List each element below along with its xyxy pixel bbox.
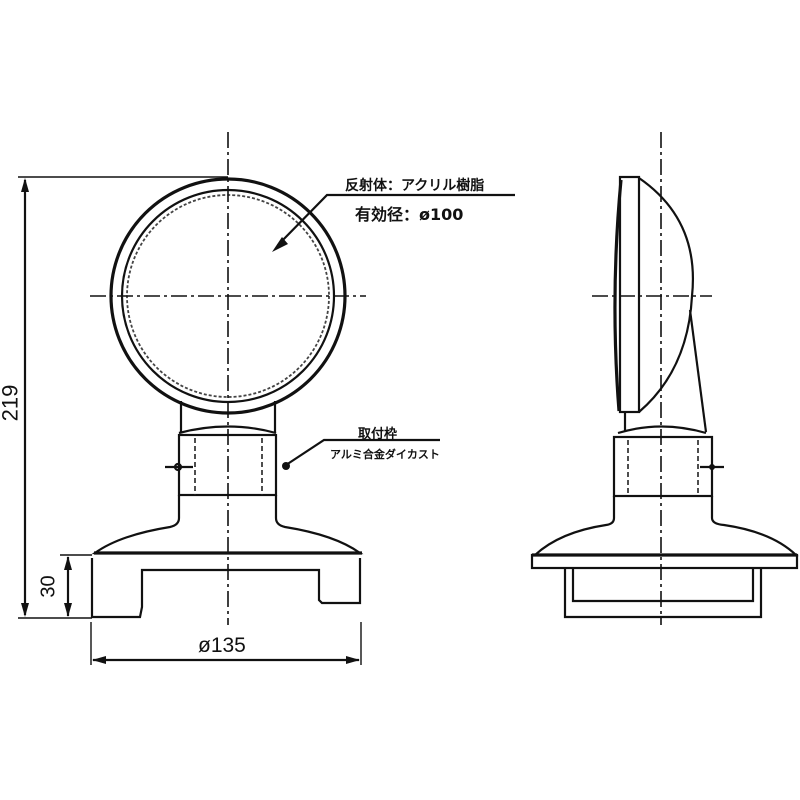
reflector-leader <box>277 193 515 246</box>
mount-material-label: アルミ合金ダイカスト <box>330 448 440 461</box>
base-foot <box>90 558 362 619</box>
reflector-material-label: 反射体：アクリル樹脂 <box>345 178 485 194</box>
base-height-dimension: 30 <box>37 575 60 598</box>
side-view <box>530 132 799 625</box>
side-reflector-housing <box>638 177 694 413</box>
mount-leader <box>285 438 440 466</box>
mount-collar <box>178 425 277 435</box>
front-view <box>18 132 515 665</box>
mount-label: 取付枠 <box>358 427 398 442</box>
total-height-dimension: 219 <box>0 384 23 422</box>
base-diameter-dimension: ø135 <box>198 634 246 657</box>
effective-diameter-label: 有効径：ø100 <box>355 205 464 224</box>
side-reflector-lens <box>613 179 623 412</box>
